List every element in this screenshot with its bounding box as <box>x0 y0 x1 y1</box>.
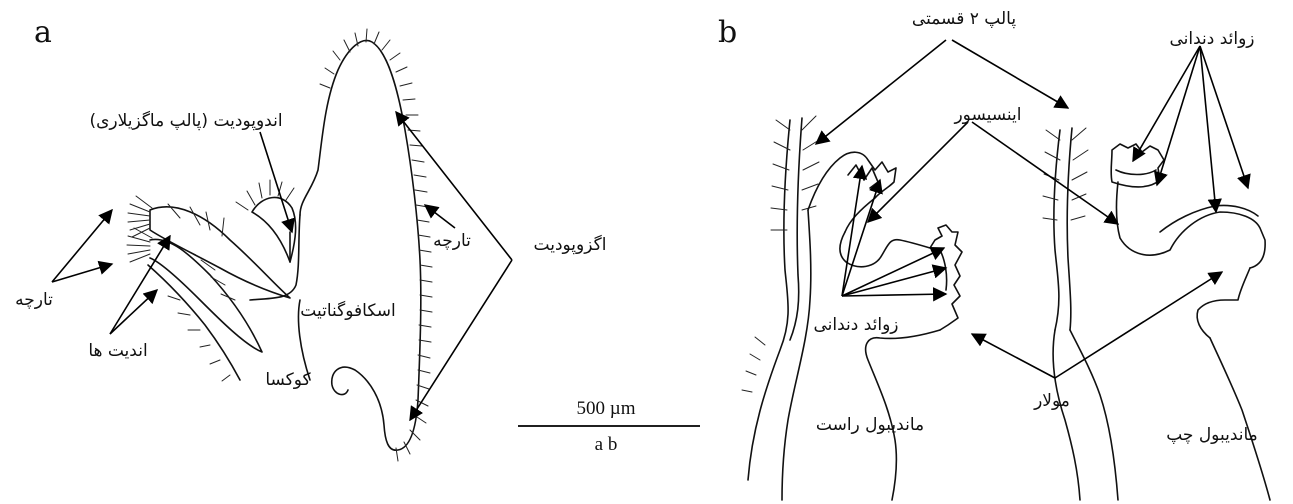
label-endites: اندیت ها <box>88 341 147 361</box>
label-scaphognathite: اسکافوگناتیت <box>300 300 395 321</box>
label-lobe-right: تارچه <box>433 231 471 251</box>
scale-bar-value: 500 µm <box>577 398 636 419</box>
label-teeth-top: زوائد دندانی <box>1169 29 1254 49</box>
scale-bar: 500 µm a b <box>518 398 700 455</box>
label-endopodite: اندوپودیت (پالپ ماگزیلاری) <box>89 110 282 131</box>
label-exopodite: اگزوپودیت <box>534 234 607 255</box>
label-teeth-bottom: زوائد دندانی <box>813 315 898 335</box>
label-incisor: اینسیسور <box>953 105 1021 125</box>
label-palp: پالپ ۲ قسمتی <box>912 9 1016 29</box>
label-molar: مولار <box>1033 391 1070 411</box>
scale-bar-panels: a b <box>595 434 618 455</box>
label-coxa: کوکسا <box>265 370 311 390</box>
panel-label-b: b <box>718 15 737 50</box>
panel-label-a: a <box>34 15 52 50</box>
label-right-mandible: ماندیبول راست <box>816 415 924 435</box>
label-lobe-left: تارچه <box>15 290 53 310</box>
maxilla-drawing <box>127 29 432 461</box>
labels-panel-a: اندوپودیت (پالپ ماگزیلاری) تارچه اگزوپود… <box>15 110 606 390</box>
label-left-mandible: ماندیبول چپ <box>1166 425 1258 445</box>
right-mandible-drawing <box>742 116 962 500</box>
